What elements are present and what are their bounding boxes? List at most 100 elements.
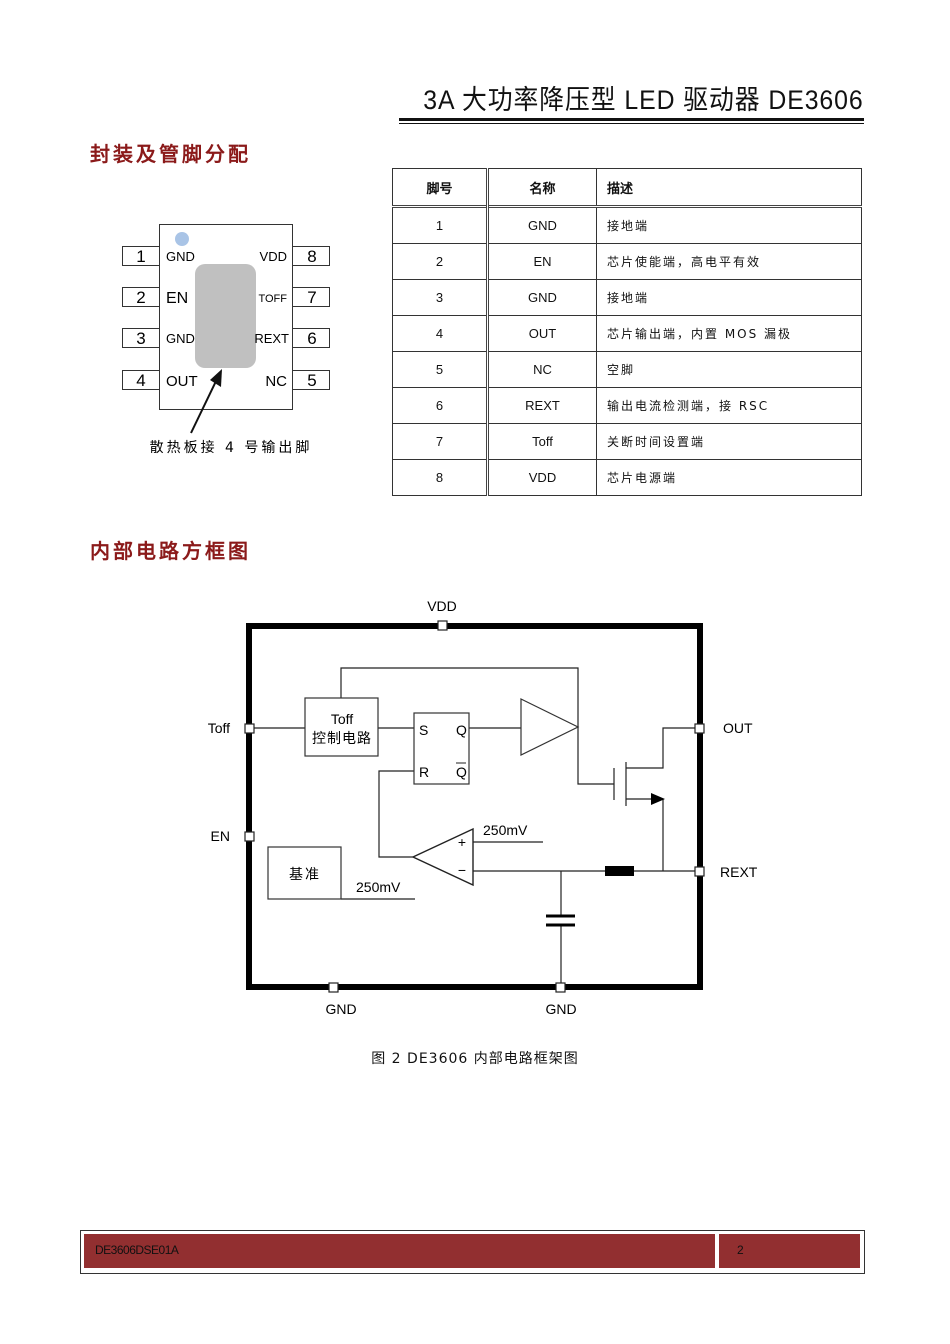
exposed-pad xyxy=(195,264,256,368)
comparator-minus: − xyxy=(458,862,466,878)
comparator xyxy=(411,827,474,887)
footer-page-cell xyxy=(719,1234,860,1268)
wire-buffer-to-gate xyxy=(577,727,614,785)
cell-desc: 空脚 xyxy=(596,351,862,388)
footer-doc-code: DE3606DSE01A xyxy=(95,1243,179,1257)
out-pin-pad xyxy=(694,723,705,734)
cell-pin: 3 xyxy=(392,279,489,316)
reference-block xyxy=(267,846,342,900)
wire-drain-to-out xyxy=(626,727,695,769)
vdd-label: VDD xyxy=(427,598,457,614)
cell-desc: 输出电流检测端，接 RSC xyxy=(596,387,862,424)
cell-desc: 芯片电源端 xyxy=(596,459,862,496)
cell-name: OUT xyxy=(487,315,597,352)
pad-note: 散热板接 4 号输出脚 xyxy=(150,439,313,456)
flipflop-q: Q xyxy=(456,722,467,738)
pin-table: 脚号 名称 描述 1 GND 接地端 2 EN 芯片使能端，高电平有效 3 GN… xyxy=(392,168,862,496)
cell-name: VDD xyxy=(487,459,597,496)
pin-number: 2 xyxy=(136,288,145,307)
footer-page-number: 2 xyxy=(737,1243,744,1257)
table-row: 8 VDD 芯片电源端 xyxy=(392,459,862,496)
right-pin-7: 7 TOFF xyxy=(258,287,330,307)
left-pin-1: 1 GND xyxy=(122,246,195,266)
pin-number: 1 xyxy=(136,247,145,266)
header-pin-number: 脚号 xyxy=(392,168,489,207)
sense-resistor xyxy=(605,866,634,876)
pad-arrow-head xyxy=(210,369,222,387)
table-row: 7 Toff 关断时间设置端 xyxy=(392,423,862,460)
pad-arrow-line xyxy=(190,376,219,434)
table-row: 3 GND 接地端 xyxy=(392,279,862,316)
header-rule-thin xyxy=(399,123,864,124)
document-title: 3A 大功率降压型 LED 驱动器 DE3606 xyxy=(423,85,864,115)
pin-number: 6 xyxy=(307,329,316,348)
block-diagram: VDD Toff EN OUT REXT GND GND xyxy=(208,598,758,1017)
toff-pin-pad xyxy=(244,723,255,734)
en-label: EN xyxy=(211,828,230,844)
toff-block-line2: 控制电路 xyxy=(312,731,372,747)
cell-pin: 2 xyxy=(392,243,489,280)
vdd-pin-pad xyxy=(437,620,448,631)
pin-name: REXT xyxy=(254,331,289,346)
pin-table-header: 脚号 名称 描述 xyxy=(392,168,862,207)
pin1-indicator-dot xyxy=(175,232,189,246)
cell-pin: 5 xyxy=(392,351,489,388)
right-pin-8: 8 VDD xyxy=(260,246,330,266)
table-row: 2 EN 芯片使能端，高电平有效 xyxy=(392,243,862,280)
reference-label: 基准 xyxy=(289,866,321,883)
figure-caption: 图 2 DE3606 内部电路框架图 xyxy=(371,1051,579,1067)
cell-desc: 芯片输出端，内置 MOS 漏极 xyxy=(596,315,862,352)
right-pin-5: 5 NC xyxy=(265,370,330,390)
right-pin-6: 6 REXT xyxy=(254,328,330,348)
pin-name: EN xyxy=(166,290,188,307)
cell-name: GND xyxy=(487,206,597,244)
footer-frame xyxy=(80,1230,865,1274)
cell-pin: 7 xyxy=(392,423,489,460)
flipflop-s: S xyxy=(419,722,428,738)
gnd-right-pin-pad xyxy=(555,982,566,993)
gnd-left-label: GND xyxy=(325,1001,356,1017)
table-row: 4 OUT 芯片输出端，内置 MOS 漏极 xyxy=(392,315,862,352)
cell-name: EN xyxy=(487,243,597,280)
flipflop-qbar: Q xyxy=(456,764,467,780)
cell-desc: 接地端 xyxy=(596,206,862,244)
pin-name: TOFF xyxy=(258,293,287,305)
rext-label: REXT xyxy=(720,864,758,880)
left-pin-4: 4 OUT xyxy=(122,370,198,390)
footer-doc-code-cell xyxy=(84,1234,715,1268)
wire-feedback xyxy=(340,667,579,727)
left-pin-2: 2 EN xyxy=(122,287,188,307)
reference-value: 250mV xyxy=(356,879,401,895)
package-diagram: 1 GND 2 EN 3 GND 4 OUT 8 VDD 7 TOFF 6 RE… xyxy=(122,224,330,456)
header-description: 描述 xyxy=(596,168,862,207)
pin-name: NC xyxy=(265,373,287,390)
header-rule-thick xyxy=(399,118,864,121)
sr-flipflop xyxy=(413,712,470,785)
toff-label: Toff xyxy=(208,720,230,736)
cell-pin: 8 xyxy=(392,459,489,496)
section-heading-package: 封装及管脚分配 xyxy=(90,142,251,166)
pin-number: 8 xyxy=(307,247,316,266)
gnd-left-pin-pad xyxy=(328,982,339,993)
cell-desc: 关断时间设置端 xyxy=(596,423,862,460)
driver-buffer xyxy=(520,698,580,756)
table-row: 1 GND 接地端 xyxy=(392,206,862,244)
pin-name: OUT xyxy=(166,373,198,390)
pin-name: GND xyxy=(166,331,195,346)
left-pin-3: 3 GND xyxy=(122,328,195,348)
cell-pin: 4 xyxy=(392,315,489,352)
table-row: 5 NC 空脚 xyxy=(392,351,862,388)
table-row: 6 REXT 输出电流检测端，接 RSC xyxy=(392,387,862,424)
pin-number: 7 xyxy=(307,288,316,307)
cell-name: REXT xyxy=(487,387,597,424)
gnd-right-label: GND xyxy=(545,1001,576,1017)
en-pin-pad xyxy=(244,831,255,842)
cell-name: Toff xyxy=(487,423,597,460)
cell-desc: 接地端 xyxy=(596,279,862,316)
toff-block-line1: Toff xyxy=(331,711,353,727)
toff-control-block xyxy=(304,697,379,757)
chip-boundary xyxy=(246,623,703,990)
header-name: 名称 xyxy=(487,168,597,207)
pin-name: GND xyxy=(166,249,195,264)
mosfet-source-arrow xyxy=(651,793,665,805)
